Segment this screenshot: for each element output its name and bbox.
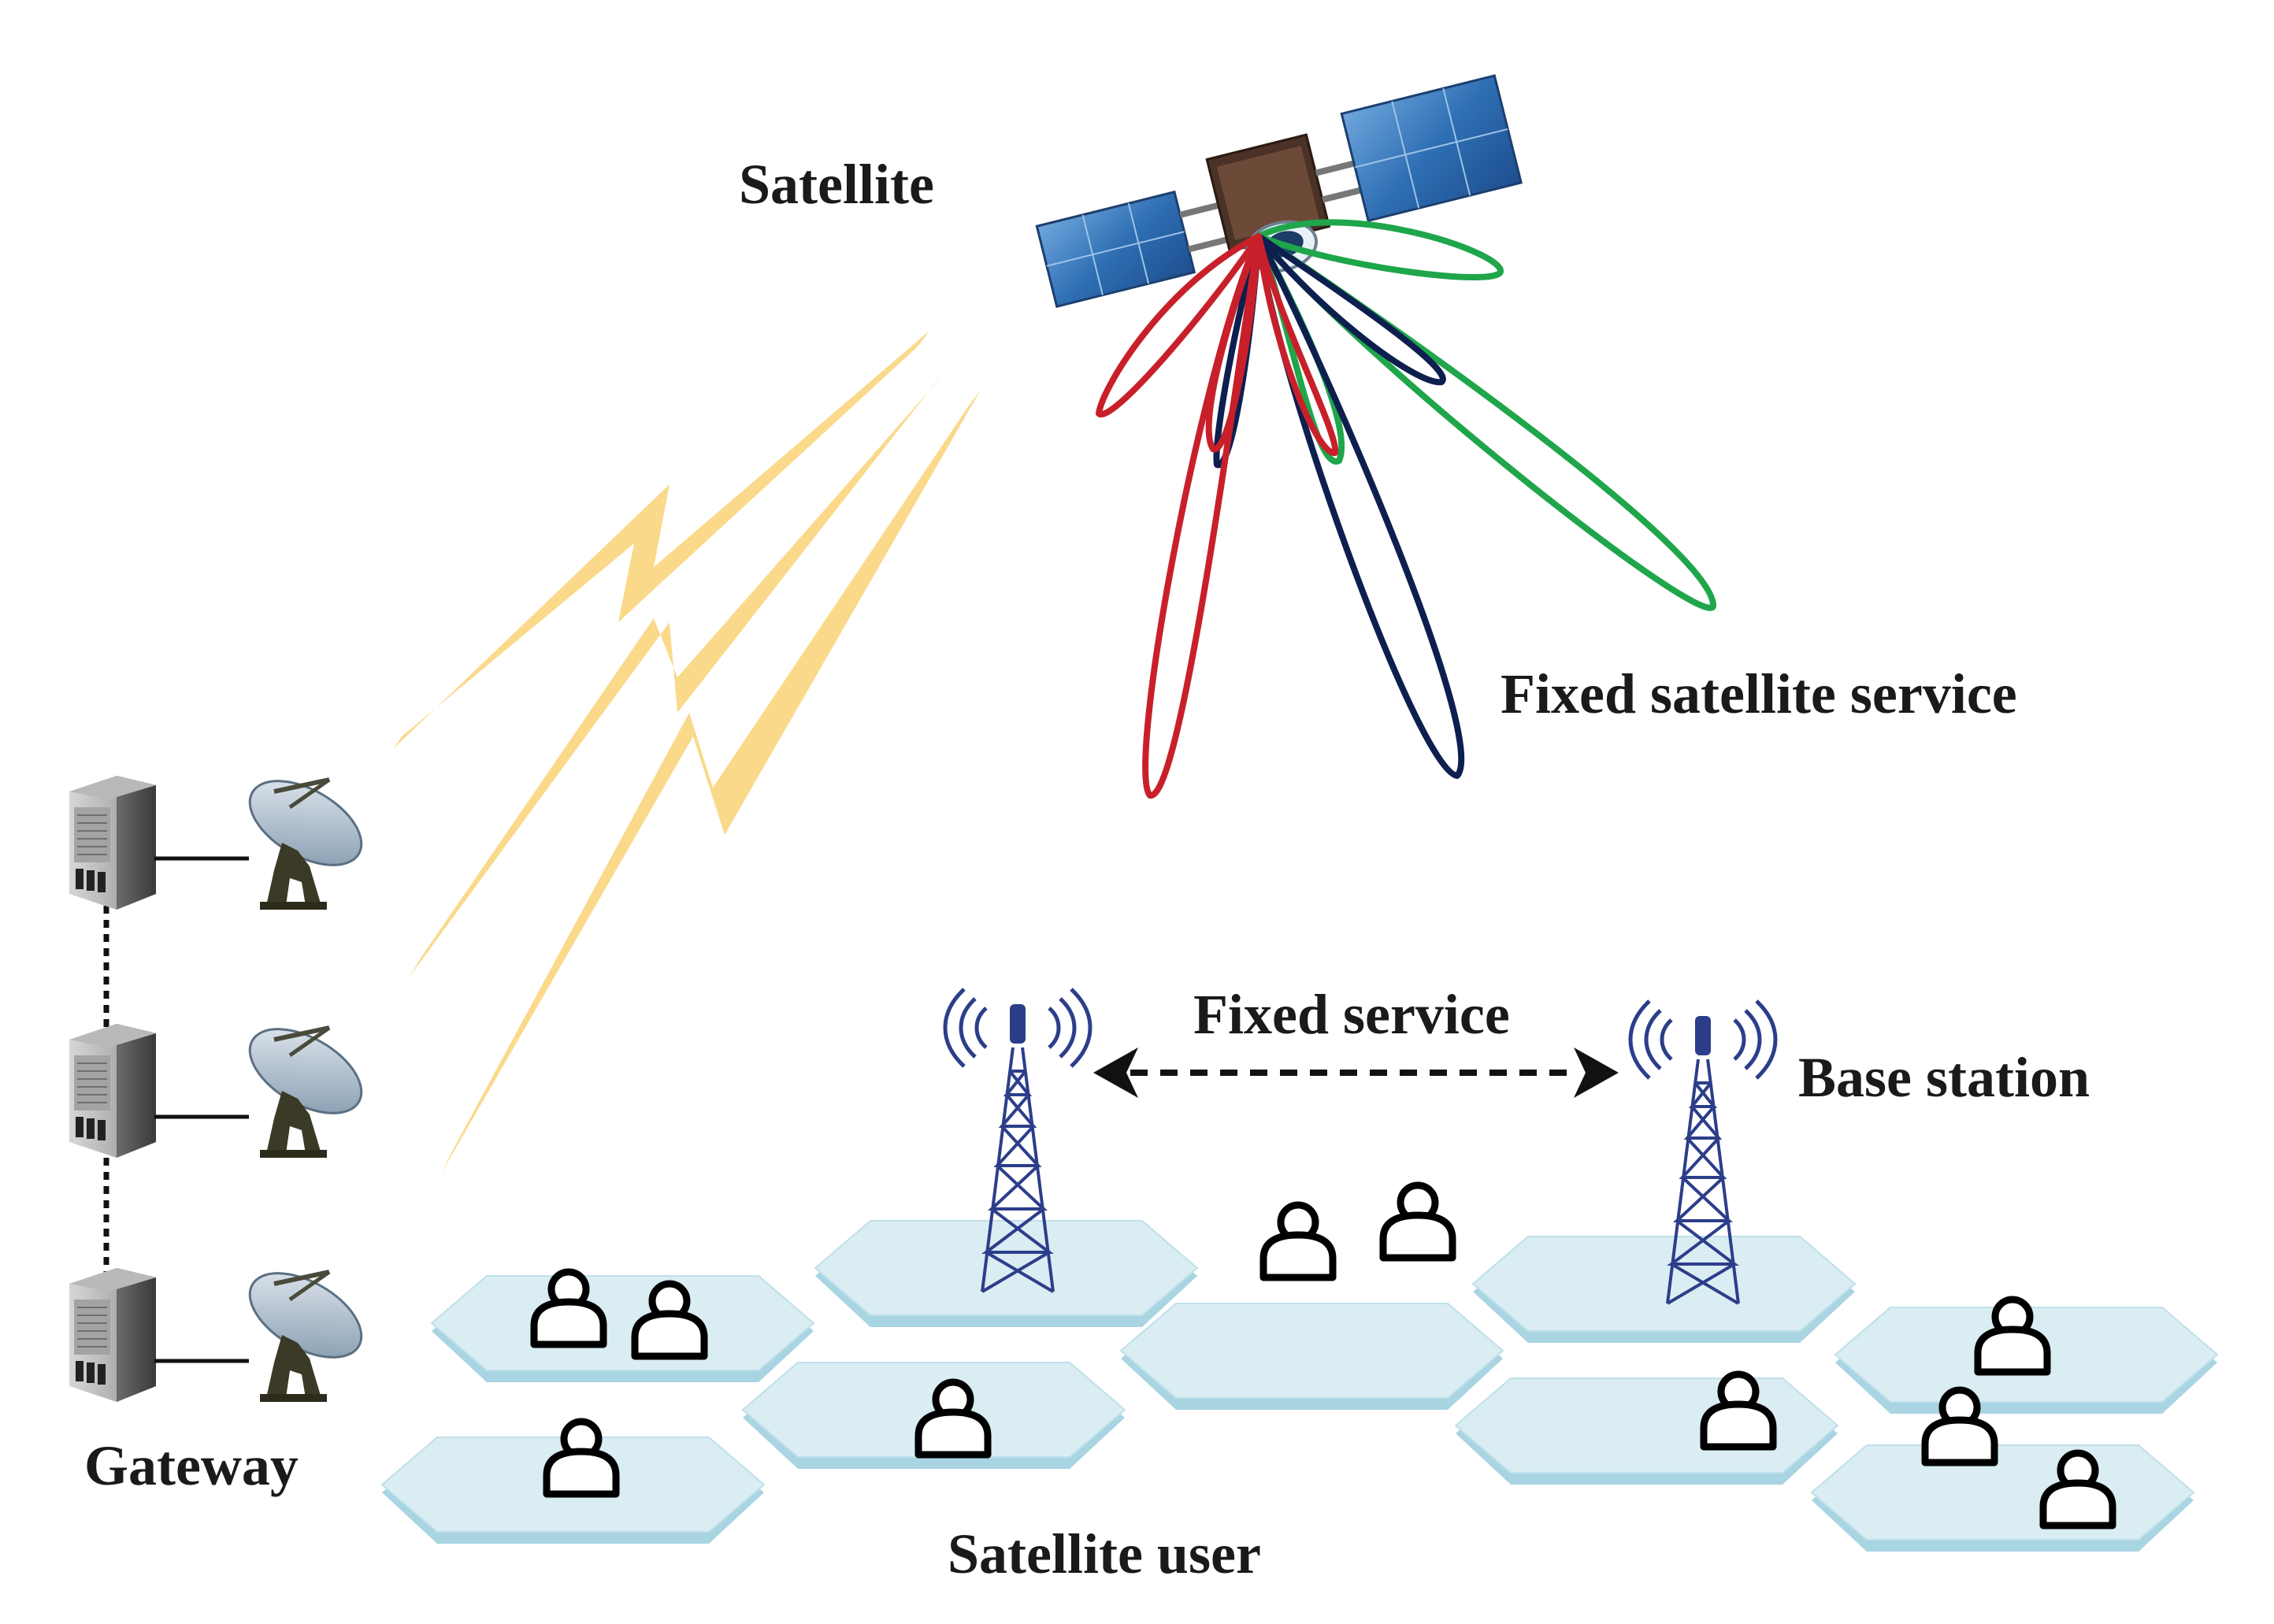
lightning-icon [441,390,981,1174]
beam-lobe-red-right [1256,233,1339,456]
beam-lobe-red-long [1142,233,1262,799]
cell [1472,1236,1856,1344]
label-gateway: Gateway [84,1434,299,1497]
server-icon [69,1023,157,1159]
beam-lobe-red [1096,233,1262,417]
label-fixed-satellite-service: Fixed satellite service [1501,662,2017,725]
beam-lobe-green-long [1256,233,1717,611]
double-arrow-icon [1093,1047,1619,1098]
gateway-node [69,1256,376,1402]
cell [1811,1444,2194,1552]
gateway-node [69,764,376,910]
gateway-node [69,1012,376,1158]
beam-lobe-red-mid [1205,233,1262,453]
label-satellite-user: Satellite user [948,1522,1261,1585]
cell [1455,1377,1838,1485]
beam-lobe-navy-long [1256,233,1465,779]
lightning-icon [410,370,945,977]
dish-antenna-icon [236,1256,375,1402]
user-icon [1383,1185,1452,1258]
user-icon [547,1422,616,1494]
dish-antenna-icon [236,764,375,910]
beam-lobe-green [1256,219,1504,280]
server-icon [69,775,157,910]
cell [1120,1303,1504,1411]
beam-lobe-navy [1256,233,1446,386]
gateway-group [69,764,376,1402]
dish-antenna-icon [236,1012,375,1158]
label-fixed-service: Fixed service [1193,983,1510,1046]
server-icon [69,1267,157,1403]
user-icon [1263,1205,1333,1277]
lightning-icon [394,331,929,748]
label-base-station: Base station [1798,1046,2090,1109]
label-satellite: Satellite [739,153,934,216]
cell [431,1275,814,1383]
gateway-satellite-link [394,331,981,1174]
beam-pattern [1096,219,1717,799]
